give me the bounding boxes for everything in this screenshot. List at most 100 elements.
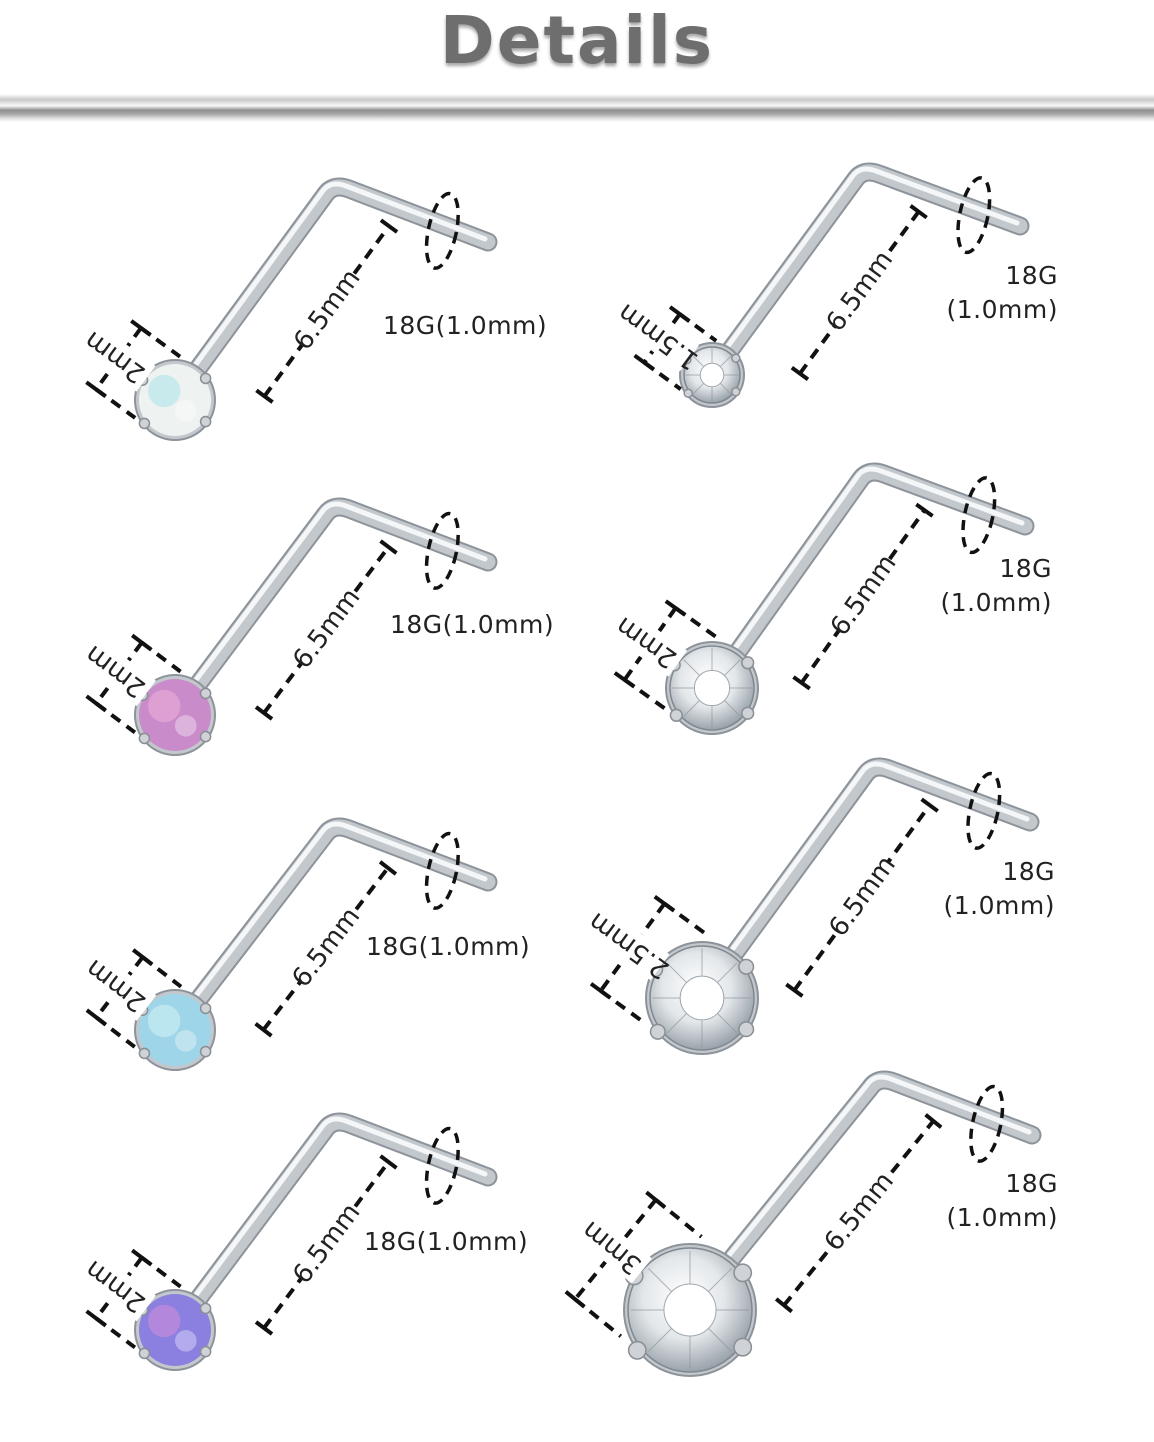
gauge-ring [424,1126,460,1205]
gauge-label: 18G [999,554,1052,583]
gem-fire-2 [175,1330,197,1352]
bar-length-dimension-cap-end [920,797,939,813]
gauge-label: (1.0mm) [944,891,1055,920]
bar-length-dimension-cap-start [785,982,804,998]
bar-length-label: 6.5mm [288,264,367,356]
bar-length-label-bg [287,904,366,992]
header: Details [0,0,1154,130]
gem-size-extension [678,312,718,343]
gem-prong [199,1345,212,1358]
gem-table [663,1283,717,1337]
gem-size-extension [140,640,182,674]
bar-length-dimension-cap-start [790,365,810,382]
gauge-label: (1.0mm) [947,1203,1058,1232]
gem-size-extension [94,387,137,420]
gem-crystal [679,342,745,408]
bar-length-label: 6.5mm [286,902,366,993]
gem-size-extension [141,955,183,989]
gem-size-label: 2mm [79,325,151,389]
bar-length-dimension-cap-start [255,388,274,404]
gauge-label: 18G(1.0mm) [364,1227,528,1256]
gem-prong [138,732,151,745]
gem-fire-2 [175,400,197,422]
gem-fire-1 [148,374,181,408]
bar-length-dimension-cap-end [379,218,399,234]
post-highlight [169,181,488,400]
post-highlight [696,761,1030,998]
bar-length-dimension-cap-start [254,1022,273,1038]
gem-size-label: 1.5mm [613,297,705,376]
bar-length-label: 6.5mm [287,1198,366,1290]
post-highlight [706,466,1025,688]
gem-fire-2 [175,1030,197,1052]
gem-size-extension [599,989,647,1025]
gem-size-extension [674,606,719,640]
bar-length-label: 6.5mm [819,1167,900,1257]
post-highlight [169,821,488,1030]
gem-prong [199,730,212,743]
header-divider [0,94,1154,122]
gem-prong [199,415,212,428]
gem-prong [649,1023,666,1040]
gauge-label: 18G(1.0mm) [390,610,554,639]
gem-opal [134,1289,216,1371]
gem-prong [738,1021,755,1038]
gem-prong [741,656,755,670]
gem-size-extension [573,1297,623,1338]
gem-prong [199,1302,212,1315]
gauge-ring [424,191,460,270]
gem-size-label-bg [572,1210,652,1284]
gem-fire-1 [148,689,181,723]
gem-prong [138,417,151,430]
page-title: Details [439,2,715,79]
gem-table [679,975,725,1021]
gem-prong [741,706,755,720]
gem-crystal [645,941,759,1055]
bar-length-label-bg [824,852,902,941]
gem-prong [738,958,755,975]
gem-size-extension [654,1198,703,1239]
gem-prong [199,687,212,700]
bar-length-label-bg [820,1168,900,1256]
gem-size-extension [140,1255,182,1289]
gauge-label: 18G [1005,1169,1058,1198]
gem-prong [669,708,683,722]
gem-size-extension [663,902,710,938]
post-highlight [706,166,1020,375]
gem-prong [683,388,693,398]
gem-prong [733,1337,753,1357]
gem-crystal [665,641,759,735]
gem-prong [199,1045,212,1058]
bar-length-label: 6.5mm [823,850,902,942]
gem-crystal [623,1243,757,1377]
bar-length-dimension-cap-start [792,675,811,691]
bar-length-label-bg [825,551,903,640]
post-highlight [169,501,488,715]
bar-length-label: 6.5mm [821,245,900,337]
bar-length-dimension-cap-start [774,1297,794,1314]
gem-prong [138,1347,151,1360]
gem-prong [731,353,741,363]
gem-fire-2 [175,715,197,737]
gem-size-extension [94,701,137,735]
gauge-ring [961,476,997,555]
bar-length-dimension-cap-end [379,1154,398,1170]
gem-size-label-bg [618,300,699,372]
gem-size-extension [643,360,682,391]
bar-length-label-bg [821,247,899,336]
bar-length-dimension-cap-end [915,502,934,518]
gauge-ring [424,511,460,590]
gem-size-label-bg [75,1249,156,1322]
gem-prong [199,372,212,385]
gauge-label: 18G(1.0mm) [366,932,530,961]
gauge-label: (1.0mm) [947,295,1058,324]
bar-length-label-bg [289,266,367,355]
